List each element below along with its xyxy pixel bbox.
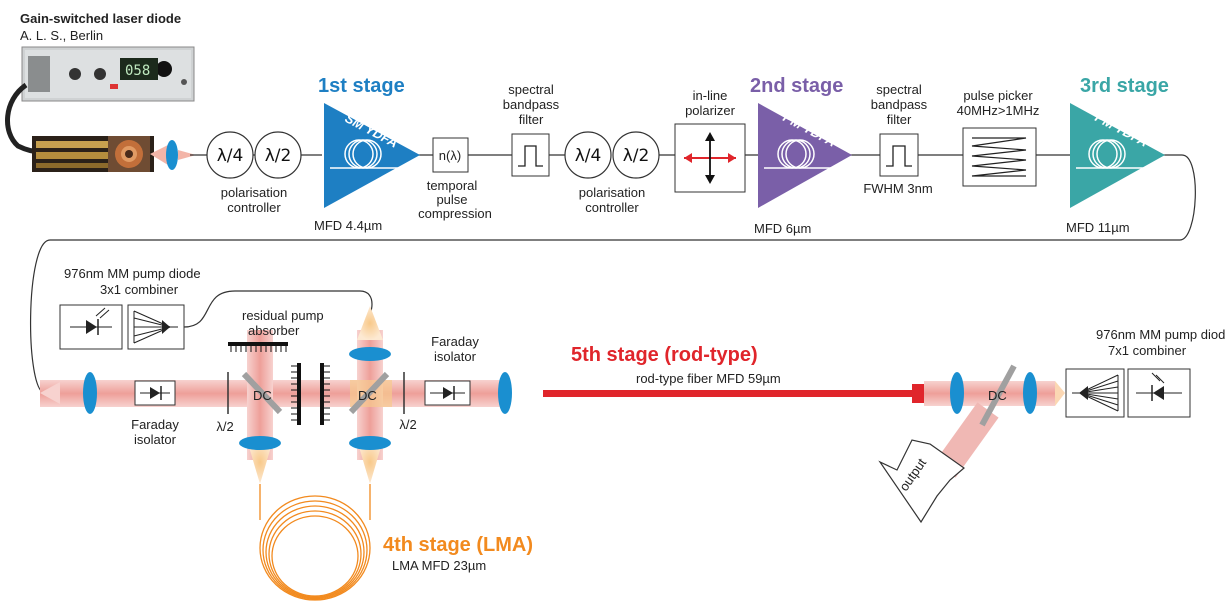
residual-pump-absorber-icon <box>228 342 288 352</box>
rod-end-cap-icon <box>912 384 924 403</box>
sm-ydfa-amplifier-icon: SM YDFA <box>324 103 420 208</box>
lens-7-icon <box>1023 372 1037 414</box>
fiber-end-mount-left-icon <box>291 363 301 425</box>
pc1-label-line1: polarisation <box>221 185 288 200</box>
dispersion-element-box <box>432 137 469 173</box>
lens-3-icon <box>239 436 281 450</box>
qwp-1-label: λ/4 <box>217 146 244 166</box>
pump2-label-line2: 7x1 combiner <box>1108 343 1187 358</box>
stage-5-title: 5th stage (rod-type) <box>571 344 758 366</box>
fi2-label-line1: Faraday <box>431 334 479 349</box>
tpc-label-line2: pulse <box>436 192 467 207</box>
dc-a-label: DC <box>253 388 272 403</box>
sbf1-label-line3: filter <box>519 112 544 127</box>
pump-diode-1-icon <box>59 304 123 350</box>
pulse-picker-icon <box>962 127 1037 187</box>
polarisation-controller-2: λ/4 λ/2 <box>564 131 660 179</box>
tpc-label-line3: compression <box>418 206 492 221</box>
dichroic-mirror-b-icon <box>348 371 390 415</box>
pump-fiber-1 <box>183 290 373 328</box>
sbf2-label-line2: bandpass <box>871 97 928 112</box>
lens-5-icon <box>349 347 391 361</box>
stage-1-title: 1st stage <box>318 75 405 97</box>
rod-type-fiber-icon <box>543 390 915 397</box>
fi1-label-line1: Faraday <box>131 417 179 432</box>
inline-polarizer-icon <box>674 123 746 193</box>
lma-fiber-coil-icon <box>259 484 371 601</box>
pump-glow-top <box>357 306 383 340</box>
tpc-label-line1: temporal <box>427 178 478 193</box>
laser-diode-title: Gain-switched laser diode <box>20 11 181 26</box>
faraday-isolator-2-icon <box>424 380 471 406</box>
dichroic-mirror-c-icon <box>979 364 1017 427</box>
dc-c-label: DC <box>988 388 1007 403</box>
diode-beam-2 <box>178 150 196 160</box>
laser-head-photo <box>32 136 154 172</box>
mfd-stage-2: MFD 6µm <box>754 221 811 236</box>
hwp-1-label: λ/2 <box>265 146 292 166</box>
hwp-b-label: λ/2 <box>399 417 416 432</box>
mfd-stage-1: MFD 4.4µm <box>314 218 382 233</box>
laser-diode-subtitle: A. L. S., Berlin <box>20 28 103 43</box>
pc2-label-line2: controller <box>585 200 639 215</box>
polarizer-label-line1: in-line <box>693 88 728 103</box>
pump2-glow <box>1055 381 1065 406</box>
combiner-7x1-icon <box>1065 368 1125 418</box>
quarter-wave-plate-2-icon <box>564 131 612 179</box>
pm-ydfa-amplifier-3-icon: PM YDFA <box>1070 103 1165 208</box>
lens-4-icon <box>349 436 391 450</box>
n-lambda-label: n(λ) <box>439 148 461 163</box>
pump2-label-line1: 976nm MM pump diode <box>1096 327 1225 342</box>
bandpass-filter-2-icon <box>879 133 919 177</box>
stage-4-title: 4th stage (LMA) <box>383 534 533 556</box>
lens-1-icon <box>83 372 97 414</box>
qwp-2-label: λ/4 <box>575 146 602 166</box>
fi2-label-line2: isolator <box>434 349 477 364</box>
sbf2-label-line3: filter <box>887 112 912 127</box>
pump-diode-2-icon <box>1127 368 1191 418</box>
bandpass-filter-1-icon <box>511 133 550 177</box>
rod-mfd-label: rod-type fiber MFD 59µm <box>636 371 781 386</box>
device-display: 058 <box>125 63 150 79</box>
hwp-a-label: λ/2 <box>216 419 233 434</box>
pulse-picker-label-line2: 40MHz>1MHz <box>957 103 1040 118</box>
lma-mfd-label: LMA MFD 23µm <box>392 558 486 573</box>
pc1-label-line2: controller <box>227 200 281 215</box>
pulse-picker-label-line1: pulse picker <box>963 88 1033 103</box>
absorber-label-line2: absorber <box>248 323 300 338</box>
diode-beam <box>150 145 168 165</box>
faraday-isolator-1-icon <box>134 380 176 406</box>
half-wave-plate-2-icon <box>612 131 660 179</box>
fiber-end-mount-right-icon <box>320 363 330 425</box>
pump1-label-line1: 976nm MM pump diode <box>64 266 201 281</box>
half-wave-plate-icon <box>254 131 302 179</box>
stage-3-title: 3rd stage <box>1080 75 1169 97</box>
pump-glow-bottom-left <box>247 440 273 484</box>
sbf1-label-line1: spectral <box>508 82 554 97</box>
stage-2-title: 2nd stage <box>750 75 843 97</box>
lens-6-icon <box>950 372 964 414</box>
hwp-2-label: λ/2 <box>623 146 650 166</box>
mfd-stage-3: MFD 11µm <box>1066 220 1130 235</box>
laser-diode-instrument-photo: 058 <box>21 46 195 102</box>
lens-2-icon <box>498 372 512 414</box>
sbf1-label-line2: bandpass <box>503 97 560 112</box>
collimating-lens-icon <box>166 140 178 170</box>
pc2-label-line1: polarisation <box>579 185 646 200</box>
fwhm-label: FWHM 3nm <box>863 181 932 196</box>
pump-glow-bottom-right <box>357 440 383 484</box>
fi1-label-line2: isolator <box>134 432 177 447</box>
absorber-label-line1: residual pump <box>242 308 324 323</box>
pump1-label-line2: 3x1 combiner <box>100 282 179 297</box>
combiner-3x1-icon <box>127 304 185 350</box>
polarisation-controller-1: λ/4 λ/2 <box>206 131 302 179</box>
dichroic-mirror-a-icon <box>241 371 283 415</box>
dc-b-label: DC <box>358 388 377 403</box>
polarizer-label-line2: polarizer <box>685 103 736 118</box>
pm-ydfa-amplifier-2-icon: PM YDFA <box>758 103 852 208</box>
sbf2-label-line1: spectral <box>876 82 922 97</box>
quarter-wave-plate-icon <box>206 131 254 179</box>
output-arrow-icon: output <box>878 439 965 524</box>
